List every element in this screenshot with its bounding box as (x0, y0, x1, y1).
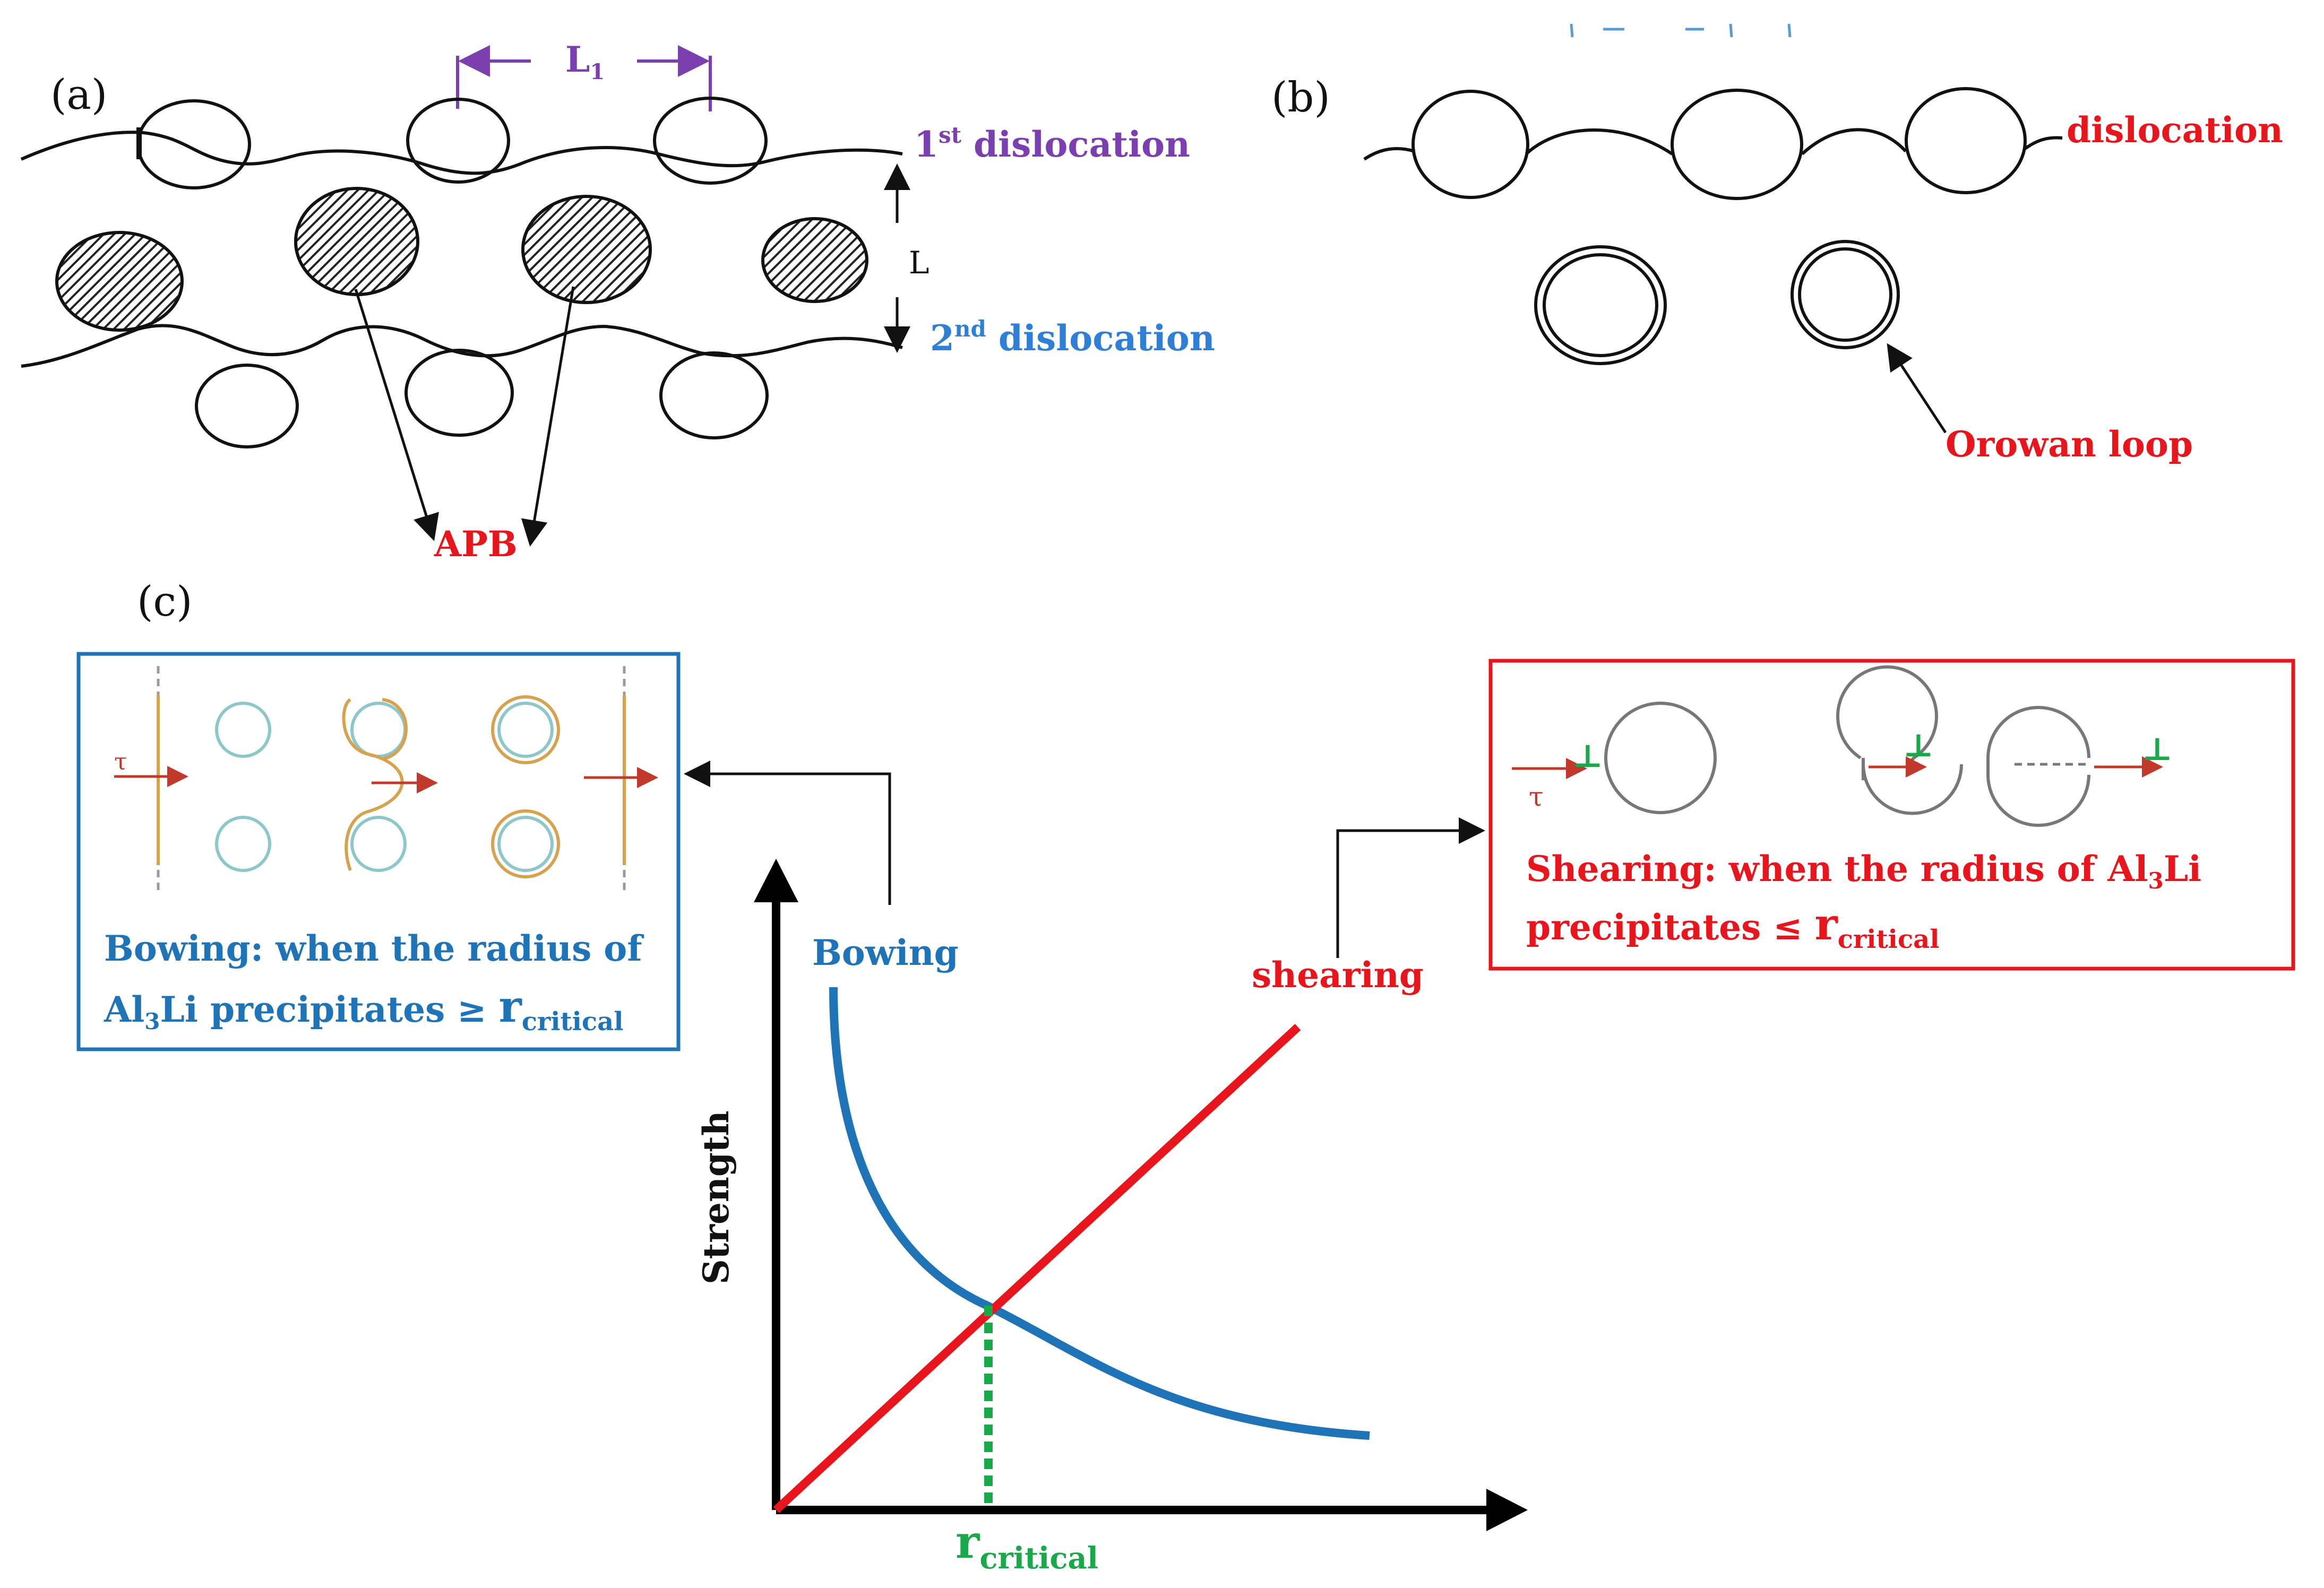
shearing-perp-3: ⊥ (2142, 731, 2173, 768)
shearing-perp-2: ⊥ (1903, 727, 1934, 764)
spacing-l1-label: L1 (565, 39, 605, 84)
panel-a-tag: (a) (50, 71, 107, 119)
shearing-tau: τ (1529, 781, 1544, 812)
apb-arrows (354, 286, 575, 547)
precipitate-top-3 (653, 97, 768, 185)
shearing-box-line1: Shearing: when the radius of Al3Li (1526, 848, 2201, 894)
strength-axes (754, 859, 1528, 1531)
panel-b-dislocation-label: dislocation (2067, 109, 2283, 151)
shearing-box-line2: precipitates ≤ rcritical (1526, 899, 1939, 954)
hatched-precipitate-3 (521, 195, 652, 304)
panel-b-precipitate-2 (1671, 89, 1803, 200)
precipitate-bottom-3 (659, 351, 769, 439)
shearing-curve-label: shearing (1252, 954, 1424, 996)
hatched-precipitate-4 (761, 217, 868, 303)
bowing-curve-label: Bowing (812, 932, 959, 973)
orowan-arrow (1887, 343, 1947, 434)
orowan-loop-1 (1534, 245, 1667, 365)
precipitate-bottom-1 (195, 364, 299, 448)
y-axis-label: Strength (695, 1110, 737, 1284)
second-dislocation-line (21, 324, 903, 368)
panel-c: (c) τ Bowing: wh (76, 578, 2295, 1576)
hatched-precipitate-1 (55, 231, 184, 332)
gap-l-label: L (909, 245, 929, 281)
shearing-line (773, 1024, 1301, 1513)
panel-b-tag: (b) (1271, 74, 1330, 122)
critical-radius-label: rcritical (956, 1515, 1098, 1576)
panel-a: (a) L1 L 1st (20, 39, 1215, 565)
hatched-precipitate-2 (294, 187, 419, 296)
precipitate-top-2 (406, 98, 510, 184)
panel-b-precipitate-1 (1411, 90, 1529, 199)
apb-label: APB (434, 523, 518, 565)
first-dislocation-label: 1st dislocation (914, 122, 1190, 165)
second-dislocation-label: 2nd dislocation (930, 316, 1215, 359)
first-dislocation-line (20, 131, 903, 175)
bowing-box: τ Bowing: when the radius of Al3Li preci… (76, 652, 681, 1051)
orowan-label: Orowan loop (1946, 424, 2193, 465)
precipitate-top-1 (136, 99, 251, 189)
panel-c-tag: (c) (137, 578, 193, 626)
panel-b-dislocation-line (1363, 128, 2063, 161)
shearing-connector-arrow (1336, 817, 1485, 958)
bowing-box-line1: Bowing: when the radius of (104, 928, 644, 969)
shearing-box: τ ⊥ ⊥ ⊥ Shearing: when the radius of Al3… (1488, 659, 2295, 971)
cropped-marks (1570, 23, 1792, 38)
shearing-perp-1: ⊥ (1572, 738, 1603, 775)
precipitate-bottom-2 (404, 349, 514, 437)
bowing-box-line2: Al3Li precipitates ≥ rcritical (104, 981, 623, 1037)
bowing-connector-arrow (684, 761, 891, 905)
panel-b: (b) dislocation Orowan loop (1271, 23, 2283, 465)
orowan-loop-2 (1791, 240, 1900, 349)
panel-b-precipitate-3 (1905, 87, 2027, 194)
bowing-tau: τ (114, 748, 127, 775)
